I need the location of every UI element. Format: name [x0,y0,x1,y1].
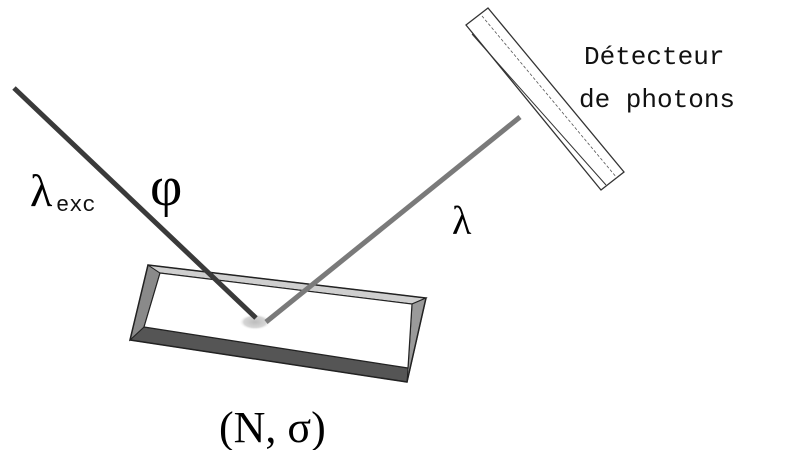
photon-detector-edge [471,33,607,186]
excitation-wavelength-subscript: exc [56,193,96,218]
sample-parameters-label: (N, σ) [219,403,326,450]
photon-detector-edge-2 [481,15,618,179]
sample-spot [239,314,271,330]
sample-plate [128,264,428,383]
detector-label-line2: de photons [579,85,735,115]
emission-beam [264,115,522,324]
flux-symbol: φ [150,156,182,218]
sample-plate-face [143,272,413,369]
photon-detector-body [465,7,625,191]
photon-detector [465,7,625,191]
detector-label-line1: Détecteur [584,42,724,72]
excitation-wavelength-symbol: λ [30,165,53,216]
emission-wavelength-symbol: λ [452,198,472,243]
sample-plate-outline [129,264,427,383]
excitation-beam [12,86,258,320]
